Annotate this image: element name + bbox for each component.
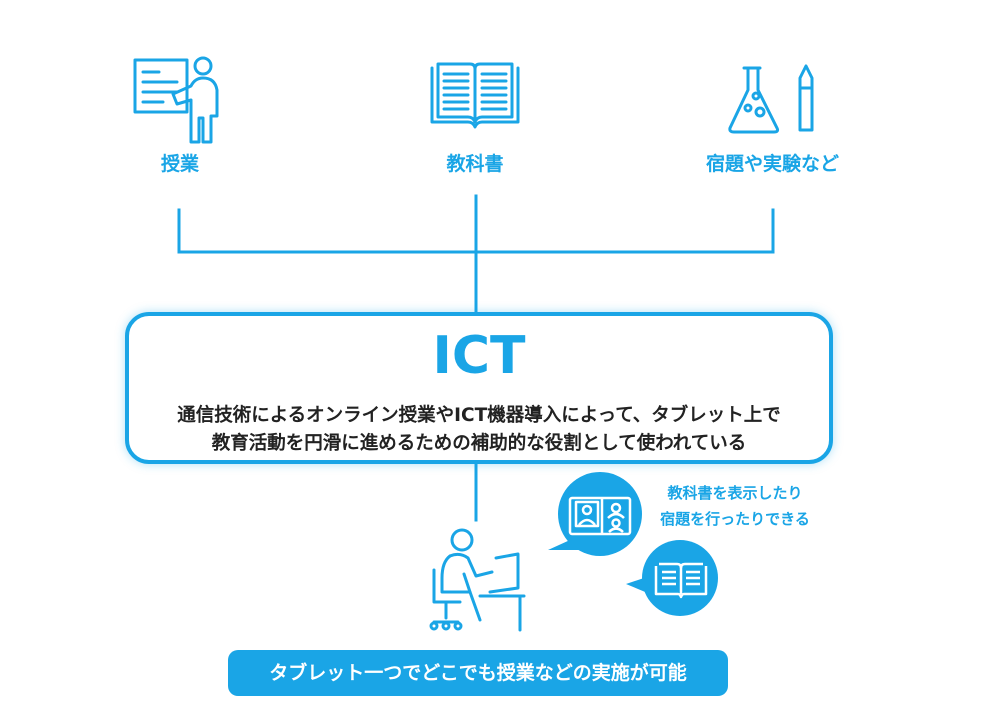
student-at-desk-icon: [429, 528, 526, 632]
ict-description-line2: 教育活動を円滑に進めるための補助的な役割として使われている: [211, 433, 747, 454]
label-textbook: 教科書: [446, 153, 504, 175]
label-lesson: 授業: [160, 153, 199, 175]
speech-bubble-video-call: [548, 472, 642, 556]
open-book-icon: [430, 62, 520, 129]
bottom-banner: タブレット一つでどこでも授業などの実施が可能: [228, 650, 728, 696]
speech-bubble-book: [626, 540, 718, 616]
bubble-caption-line2: 宿題を行ったりできる: [660, 510, 810, 528]
presentation-teacher-icon: [133, 56, 219, 144]
label-homework-experiments: 宿題や実験など: [705, 153, 839, 175]
video-call-icon: [568, 496, 632, 536]
open-book-small-icon: [654, 562, 708, 599]
flask-pencil-icon: [728, 64, 814, 134]
ict-box: ICT 通信技術によるオンライン授業やICT機器導入によって、タブレット上で 教…: [125, 312, 833, 464]
ict-description-line1: 通信技術によるオンライン授業やICT機器導入によって、タブレット上で: [177, 405, 781, 426]
ict-title: ICT: [432, 326, 526, 386]
bubble-caption: 教科書を表示したり 宿題を行ったりできる: [640, 480, 830, 532]
bubble-caption-line1: 教科書を表示したり: [667, 484, 803, 502]
